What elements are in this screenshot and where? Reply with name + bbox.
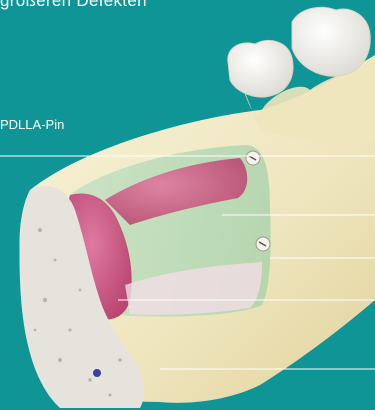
molar-tooth: [228, 40, 293, 97]
screw-icon: [246, 151, 260, 165]
nerve-canal: [93, 369, 101, 377]
molar-tooth: [292, 7, 370, 76]
screw-icon: [256, 237, 270, 251]
